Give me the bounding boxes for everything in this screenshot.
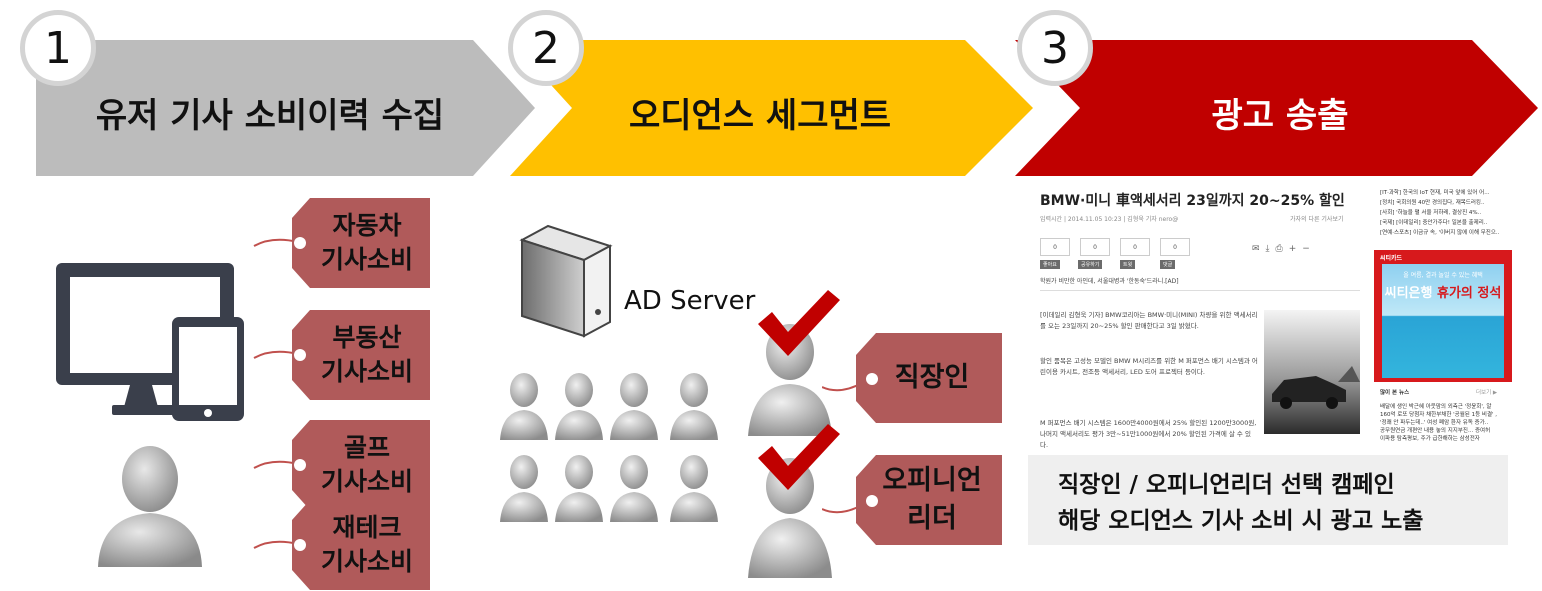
step-1-arrow bbox=[36, 40, 535, 176]
segment-label-line2: 리더 bbox=[907, 503, 957, 534]
tag-line1: 골프 bbox=[343, 433, 390, 462]
comment-button: 댓글 bbox=[1160, 260, 1176, 269]
article-meta: 입력시간 | 2014.11.05 10:23 | 김형욱 기자 nero@ bbox=[1040, 216, 1179, 223]
user-icon bbox=[98, 446, 202, 567]
step-3-number: 3 bbox=[1017, 10, 1093, 86]
sidebar-headline: [국제] [이데일리] 중안가주다! 일본을 출제리.. bbox=[1380, 220, 1488, 226]
sidebar-headline: [연예·스포츠] 이금규 속, '이버지 않에 이해 무진으.. bbox=[1380, 230, 1500, 236]
article-other-link: 가자의 다른 기사보기 bbox=[1290, 216, 1344, 223]
segment-label: 직장인 bbox=[894, 362, 970, 393]
sidebar-headline: [정치] 국회의원 40만 경의집다, 재목드러킹.. bbox=[1380, 200, 1485, 206]
step-2-title: 오디언스 세그먼트 bbox=[628, 96, 892, 136]
popular-news-item: 160억 로또 당첨자 채한부채한 '공월된 1등 비결' , bbox=[1380, 412, 1498, 418]
ad-server-label: AD Server bbox=[624, 286, 756, 316]
toolbar-icons: ✉⤓⎙+− bbox=[1252, 244, 1316, 254]
audience-person-icon bbox=[500, 324, 832, 578]
sidebar-headline: [사회] '하늘을 펼 서울 저하레, 결상진 4%.. bbox=[1380, 210, 1482, 216]
check-mark-icon bbox=[758, 290, 840, 490]
share-count: 0 bbox=[1080, 238, 1110, 256]
like-count: 0 bbox=[1040, 238, 1070, 256]
step-2-number: 2 bbox=[508, 10, 584, 86]
tablet-icon bbox=[172, 317, 244, 421]
news-article-screenshot: BMW·미니 車액세서리 23일까지 20~25% 할인 입력시간 | 2014… bbox=[1020, 180, 1370, 449]
tag-line1: 재테크 bbox=[332, 513, 402, 542]
like-button: 좋아요 bbox=[1040, 260, 1060, 269]
citibank-banner-ad: 씨티카드 올 여름, 결과 놀일 수 있는 혜택 씨티은행 휴가의 정석 bbox=[1374, 250, 1512, 382]
tag-line1: 자동차 bbox=[332, 211, 402, 240]
car-photo bbox=[1264, 310, 1360, 434]
step-1-title: 유저 기사 소비이력 수집 bbox=[95, 96, 445, 136]
server-icon bbox=[519, 224, 613, 338]
tag-line2: 기사소비 bbox=[320, 245, 413, 274]
popular-news-item: 공무원연금 개편안 내용 놓의 지지부진... 증여허 bbox=[1380, 428, 1491, 434]
article-subtitle: 학원가 비만한 아인데, 서울대병과 '한동숙'드라니.[AD] bbox=[1040, 278, 1179, 285]
tag-line2: 기사소비 bbox=[320, 357, 413, 386]
tweet-button: 트윗 bbox=[1120, 260, 1136, 269]
sidebar-headline: [IT·과학] 한국의 IoT 현재, 미국 앞에 있어 어... bbox=[1380, 190, 1490, 196]
ad-headline-slogan: 휴가의 정석 bbox=[1437, 286, 1502, 301]
devices-illustration bbox=[56, 263, 244, 567]
ad-image: 올 여름, 결과 놀일 수 있는 혜택 씨티은행 휴가의 정석 bbox=[1382, 264, 1504, 378]
ad-brand: 씨티카드 bbox=[1380, 255, 1403, 262]
more-link: 더보기 ▶ bbox=[1476, 390, 1498, 396]
tweet-count: 0 bbox=[1120, 238, 1150, 256]
tag-line2: 기사소비 bbox=[320, 547, 413, 576]
step-1-number: 1 bbox=[20, 10, 96, 86]
step-3-title: 광고 송출 bbox=[1211, 96, 1349, 136]
caption-line2: 해당 오디언스 기사 소비 시 광고 노출 bbox=[1058, 508, 1424, 534]
step-3-arrow bbox=[1015, 40, 1538, 176]
segment-label-line1: 오피니언 bbox=[882, 465, 982, 496]
popular-news-item: '정쾌 안 파두는데..' 여성 폐암 환자 유독 증가.. bbox=[1380, 420, 1489, 426]
tag-line2: 기사소비 bbox=[320, 467, 413, 496]
step-2-arrow bbox=[510, 40, 1033, 176]
article-title: BMW·미니 車액세서리 23일까지 20~25% 할인 bbox=[1040, 193, 1345, 209]
ad-headline-bank: 씨티은행 bbox=[1384, 286, 1433, 301]
divider bbox=[1040, 290, 1360, 291]
article-paragraph: M 퍼포먼스 배기 시스템은 1600만4000원에서 25% 할인된 1200… bbox=[1040, 419, 1257, 449]
comment-count: 0 bbox=[1160, 238, 1190, 256]
caption-line1: 직장인 / 오피니언리더 선택 캠페인 bbox=[1058, 472, 1395, 498]
audience-illustration bbox=[500, 290, 840, 578]
tag-line1: 부동산 bbox=[332, 323, 402, 352]
article-paragraph: [이데일리 김형욱 기자] BMW코리아는 BMW·미니(MINI) 차량을 위… bbox=[1040, 311, 1258, 330]
popular-news-item: 이파용 탐측평보, 주가 급한해하는 삼성전자 bbox=[1380, 436, 1480, 442]
campaign-caption: 직장인 / 오피니언리더 선택 캠페인 해당 오디언스 기사 소비 시 광고 노… bbox=[1028, 455, 1508, 545]
ad-headline: 씨티은행 휴가의 정석 bbox=[1382, 282, 1504, 301]
popular-news-header: 많이 본 뉴스 bbox=[1380, 390, 1410, 396]
segment-tag-office-worker: 직장인 bbox=[822, 333, 1002, 423]
share-button: 공유하기 bbox=[1078, 260, 1103, 269]
step-banners bbox=[36, 40, 1538, 176]
article-paragraph: 할인 품목은 고성능 모델인 BMW M시리즈를 위한 M 퍼포먼스 배기 시스… bbox=[1040, 357, 1258, 376]
popular-news-item: 배달에 생인 박근혜 아웃맘의 외측근 '정윤회', 알 bbox=[1380, 404, 1492, 410]
ad-tagline: 올 여름, 결과 놀일 수 있는 혜택 bbox=[1403, 272, 1483, 279]
